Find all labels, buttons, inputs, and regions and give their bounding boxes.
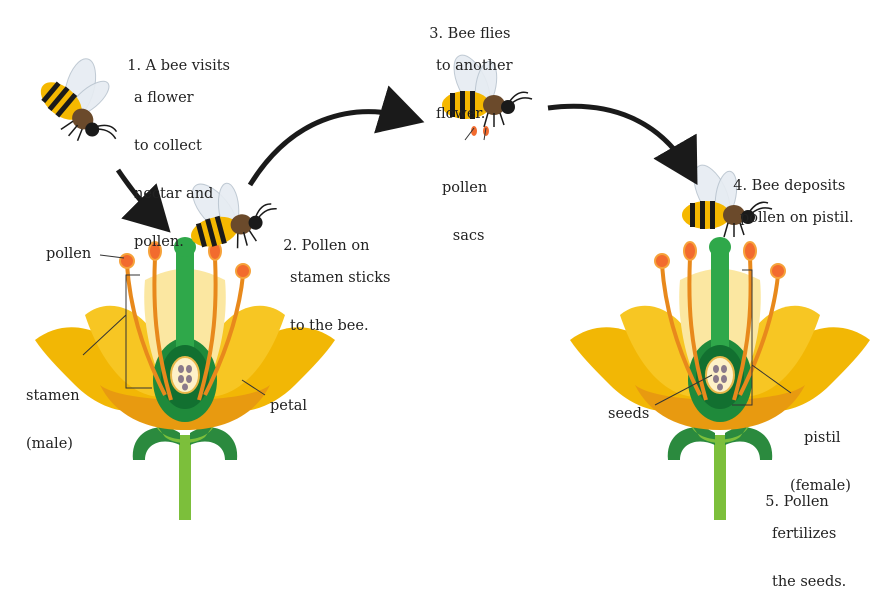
- pollen-label: pollen: [46, 246, 91, 262]
- petal-label: petal: [270, 398, 307, 414]
- arrow-3: [548, 106, 690, 172]
- step-2-label: 2. Pollen on stamen sticks to the bee.: [274, 222, 390, 350]
- pistil-label: pistil (female): [790, 398, 851, 510]
- pollen-sacs-label: pollen sacs: [442, 148, 487, 260]
- step-4-label: 4. Bee deposits pollen on pistil.: [724, 162, 854, 242]
- step-3-label: 3. Bee flies to another flower.: [420, 10, 513, 138]
- seeds-label: seeds: [608, 406, 649, 422]
- step-1-label: 1. A bee visits a flower to collect nect…: [118, 42, 230, 266]
- stamen-label: stamen (male): [26, 356, 80, 468]
- arrow-2: [250, 112, 410, 185]
